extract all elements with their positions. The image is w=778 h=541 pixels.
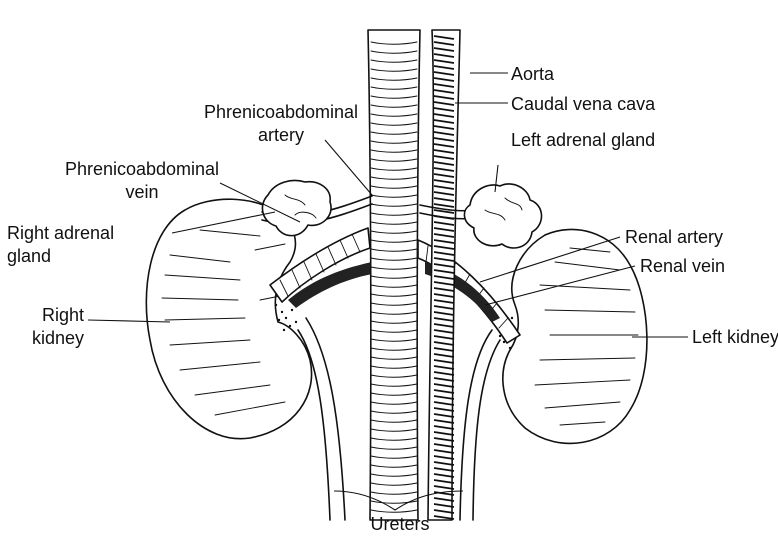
- label-ureters: Ureters: [370, 514, 429, 534]
- label-left-kidney: Left kidney: [692, 327, 778, 347]
- label-phrenicoabdominal-vein-1: Phrenicoabdominal: [65, 159, 219, 179]
- left-adrenal-gland: [464, 184, 541, 248]
- label-aorta: Aorta: [511, 64, 555, 84]
- label-renal-artery: Renal artery: [625, 227, 723, 247]
- label-phrenicoabdominal-artery-2: artery: [258, 125, 304, 145]
- label-phrenicoabdominal-vein-2: vein: [125, 182, 158, 202]
- caudal-vena-cava: [368, 30, 420, 520]
- label-left-adrenal-gland: Left adrenal gland: [511, 130, 655, 150]
- label-right-kidney-2: kidney: [32, 328, 84, 348]
- label-phrenicoabdominal-artery-1: Phrenicoabdominal: [204, 102, 358, 122]
- left-kidney: [499, 229, 647, 443]
- label-renal-vein: Renal vein: [640, 256, 725, 276]
- label-right-kidney-1: Right: [42, 305, 84, 325]
- label-right-adrenal-gland-1: Right adrenal: [7, 223, 114, 243]
- label-right-adrenal-gland-2: gland: [7, 246, 51, 266]
- label-caudal-vena-cava: Caudal vena cava: [511, 94, 656, 114]
